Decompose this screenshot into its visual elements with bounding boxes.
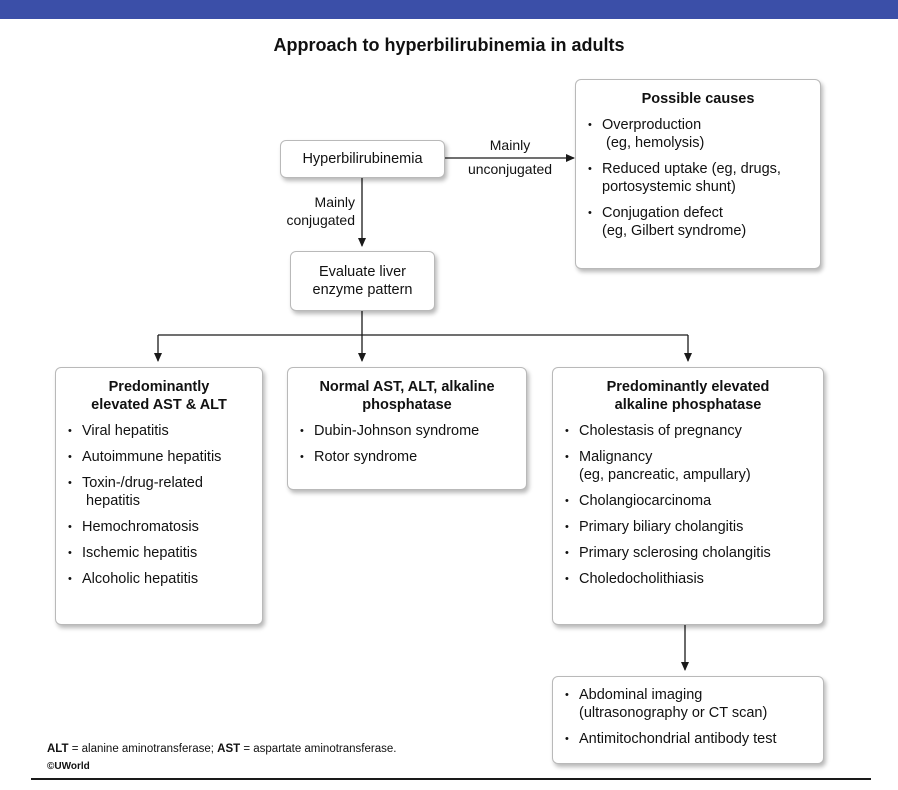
possible-causes-box: Possible causes Overproduction(eg, hemol…: [575, 79, 821, 269]
list-item: Alcoholic hepatitis: [68, 570, 250, 588]
list-item: Antimitochondrial antibody test: [565, 730, 811, 748]
edge-label-conjugated-line-2: conjugated: [286, 212, 355, 228]
list-item: Primary sclerosing cholangitis: [565, 544, 811, 562]
abbreviation-footnote: ALT = alanine aminotransferase; AST = as…: [47, 741, 396, 775]
list-item: Choledocholithiasis: [565, 570, 811, 588]
list-item: Abdominal imaging(ultrasonography or CT …: [565, 686, 811, 722]
normal-branch-box: Normal AST, ALT, alkaline phosphatase Du…: [287, 367, 527, 490]
bottom-divider: [31, 778, 871, 780]
top-banner-bar: [0, 0, 898, 19]
edge-label-conjugated-line-1: Mainly: [314, 194, 355, 210]
list-item: Malignancy(eg, pancreatic, ampullary): [565, 448, 811, 484]
footnote-definitions: ALT = alanine aminotransferase; AST = as…: [47, 743, 397, 755]
ast-alt-branch-title: Predominantly elevated AST & ALT: [91, 379, 227, 413]
copyright-text: ©UWorld: [47, 761, 90, 772]
edge-label-unconjugated-line-1: Mainly: [489, 137, 531, 153]
alk-phos-branch-title: Predominantly elevated alkaline phosphat…: [606, 379, 770, 413]
list-item: Dubin-Johnson syndrome: [300, 422, 514, 440]
list-item: Rotor syndrome: [300, 448, 514, 466]
list-item: Viral hepatitis: [68, 422, 250, 440]
list-item: Conjugation defect(eg, Gilbert syndrome): [588, 204, 808, 240]
normal-branch-title: Normal AST, ALT, alkaline phosphatase: [319, 379, 495, 413]
list-item: Autoimmune hepatitis: [68, 448, 250, 466]
edge-label-unconjugated: Mainly unconjugated: [450, 136, 570, 178]
evaluate-liver-node: Evaluate liver enzyme pattern: [290, 251, 435, 311]
evaluate-liver-line-1: Evaluate liver: [318, 264, 407, 280]
list-item: Cholangiocarcinoma: [565, 492, 811, 510]
evaluate-liver-line-2: enzyme pattern: [312, 282, 413, 298]
workup-box: Abdominal imaging(ultrasonography or CT …: [552, 676, 824, 764]
list-item: Overproduction(eg, hemolysis): [588, 116, 808, 152]
list-item: Reduced uptake (eg, drugs,portosystemic …: [588, 160, 808, 196]
list-item: Primary biliary cholangitis: [565, 518, 811, 536]
possible-causes-title: Possible causes: [641, 91, 755, 107]
edge-label-conjugated: Mainly conjugated: [270, 193, 355, 229]
hyperbilirubinemia-label: Hyperbilirubinemia: [302, 151, 423, 167]
list-item: Cholestasis of pregnancy: [565, 422, 811, 440]
alk-phos-branch-box: Predominantly elevated alkaline phosphat…: [552, 367, 824, 625]
hyperbilirubinemia-node: Hyperbilirubinemia: [280, 140, 445, 178]
list-item: Ischemic hepatitis: [68, 544, 250, 562]
diagram-title: Approach to hyperbilirubinemia in adults: [273, 35, 625, 55]
list-item: Hemochromatosis: [68, 518, 250, 536]
edge-label-unconjugated-line-2: unconjugated: [467, 161, 553, 177]
ast-alt-branch-box: Predominantly elevated AST & ALT Viral h…: [55, 367, 263, 625]
